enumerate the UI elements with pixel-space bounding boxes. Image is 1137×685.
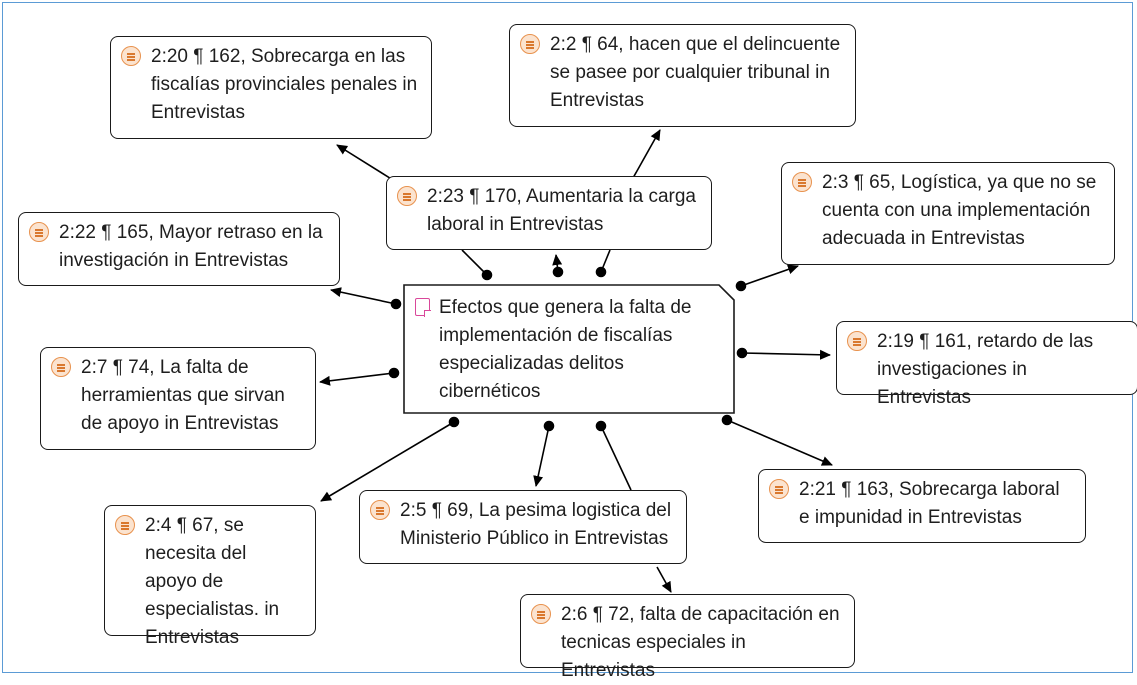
quote-text: 2:6 ¶ 72, falta de capacitación en tecni… (561, 604, 840, 681)
quote-text: 2:5 ¶ 69, La pesima logistica del Minist… (400, 500, 672, 549)
quote-node-2-2[interactable]: 2:2 ¶ 64, hacen que el delincuente se pa… (509, 24, 856, 127)
quote-text: 2:7 ¶ 74, La falta de herramientas que s… (81, 357, 285, 434)
quote-node-2-5[interactable]: 2:5 ¶ 69, La pesima logistica del Minist… (359, 490, 687, 564)
edge-center-2-5 (600, 425, 632, 491)
memo-icon (415, 298, 431, 317)
quotation-icon (520, 34, 540, 54)
quote-text: 2:2 ¶ 64, hacen que el delincuente se pa… (550, 34, 841, 111)
edge-2-3 (740, 264, 799, 287)
quote-node-2-22[interactable]: 2:22 ¶ 165, Mayor retraso en la investig… (18, 212, 340, 286)
quotation-icon (847, 331, 867, 351)
quotation-icon (29, 222, 49, 242)
quote-node-2-7[interactable]: 2:7 ¶ 74, La falta de herramientas que s… (40, 347, 316, 450)
quote-node-2-3[interactable]: 2:3 ¶ 65, Logística, ya que no se cuenta… (781, 162, 1115, 265)
edge-2-19 (741, 349, 831, 360)
quote-node-2-20[interactable]: 2:20 ¶ 162, Sobrecarga en las fiscalías … (110, 36, 432, 139)
quotation-icon (121, 46, 141, 66)
quote-text: 2:22 ¶ 165, Mayor retraso en la investig… (59, 222, 323, 271)
quote-text: 2:19 ¶ 161, retardo de las investigacion… (877, 331, 1094, 408)
quote-node-2-4[interactable]: 2:4 ¶ 67, se necesita del apoyo de espec… (104, 505, 316, 648)
edge-2-5 (533, 425, 550, 487)
quotation-icon (51, 357, 71, 377)
quotation-icon (397, 186, 417, 206)
quote-node-2-23[interactable]: 2:23 ¶ 170, Aumentaria la carga laboral … (386, 176, 712, 250)
quote-text: 2:4 ¶ 67, se necesita del apoyo de espec… (145, 515, 280, 648)
quotation-icon (531, 604, 551, 624)
edge-2-20 (336, 144, 394, 181)
quote-node-2-6[interactable]: 2:6 ¶ 72, falta de capacitación en tecni… (520, 594, 855, 681)
edge-2-7 (319, 372, 395, 386)
quotation-icon (792, 172, 812, 192)
edge-2-23-a (461, 249, 488, 276)
quote-node-2-21[interactable]: 2:21 ¶ 163, Sobrecarga laboral e impunid… (758, 469, 1086, 543)
edge-2-4 (320, 421, 455, 502)
quotation-icon (115, 515, 135, 535)
quote-node-2-19[interactable]: 2:19 ¶ 161, retardo de las investigacion… (836, 321, 1137, 408)
quote-text: 2:20 ¶ 162, Sobrecarga en las fiscalías … (151, 46, 418, 123)
memo-node-center[interactable]: Efectos que genera la falta de implement… (403, 284, 735, 414)
quote-text: 2:3 ¶ 65, Logística, ya que no se cuenta… (822, 172, 1097, 249)
edge-2-22 (330, 287, 397, 305)
edge-2-5-2-6 (656, 566, 672, 593)
edge-2-21 (726, 419, 833, 466)
quotation-icon (370, 500, 390, 520)
edge-2-2 (632, 129, 661, 179)
quote-text: 2:23 ¶ 170, Aumentaria la carga laboral … (427, 186, 696, 235)
quote-text: 2:21 ¶ 163, Sobrecarga laboral e impunid… (799, 479, 1060, 528)
memo-node-shape (403, 284, 735, 414)
memo-text: Efectos que genera la falta de implement… (439, 297, 692, 402)
quotation-icon (769, 479, 789, 499)
